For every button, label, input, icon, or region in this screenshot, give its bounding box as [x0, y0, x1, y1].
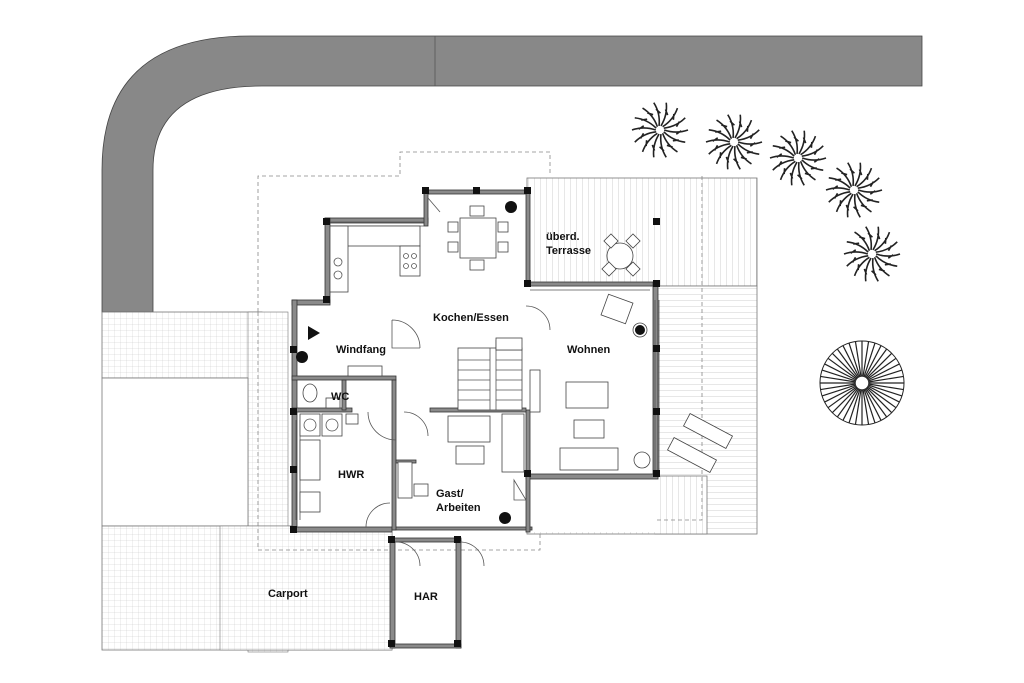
label-living: Wohnen [567, 344, 610, 356]
terrace-table [601, 233, 641, 277]
structural-posts [290, 187, 660, 647]
label-entry: Windfang [336, 344, 386, 356]
label-guest-2: Arbeiten [436, 502, 481, 514]
label-terrace-1: überd. [546, 231, 580, 243]
tree-icon [631, 102, 905, 426]
road [101, 35, 923, 313]
tree-icon [819, 340, 905, 426]
guest-furniture [397, 413, 525, 499]
label-terrace-2: Terrasse [546, 245, 591, 257]
entrance-arrow-icon [308, 326, 320, 340]
staircase [457, 337, 523, 411]
living-furniture [529, 293, 651, 471]
label-kitchen: Kochen/Essen [433, 312, 509, 324]
label-wc: WC [331, 391, 349, 403]
label-guest-1: Gast/ [436, 488, 464, 500]
dining-table [447, 205, 509, 271]
terrace-deck [526, 177, 758, 287]
kitchen-counters [329, 225, 421, 293]
label-storage: HAR [414, 591, 438, 603]
label-utility: HWR [338, 469, 364, 481]
tree-icon [825, 162, 883, 218]
utility-fixtures [299, 365, 383, 513]
tree-icon [843, 226, 901, 282]
potted-plant-icon [296, 201, 645, 524]
tree-icon [705, 114, 763, 170]
paved-driveway [101, 311, 263, 379]
label-carport: Carport [268, 588, 308, 600]
tree-icon [631, 102, 689, 158]
tree-icon [769, 130, 827, 186]
lawn-area [101, 377, 249, 527]
